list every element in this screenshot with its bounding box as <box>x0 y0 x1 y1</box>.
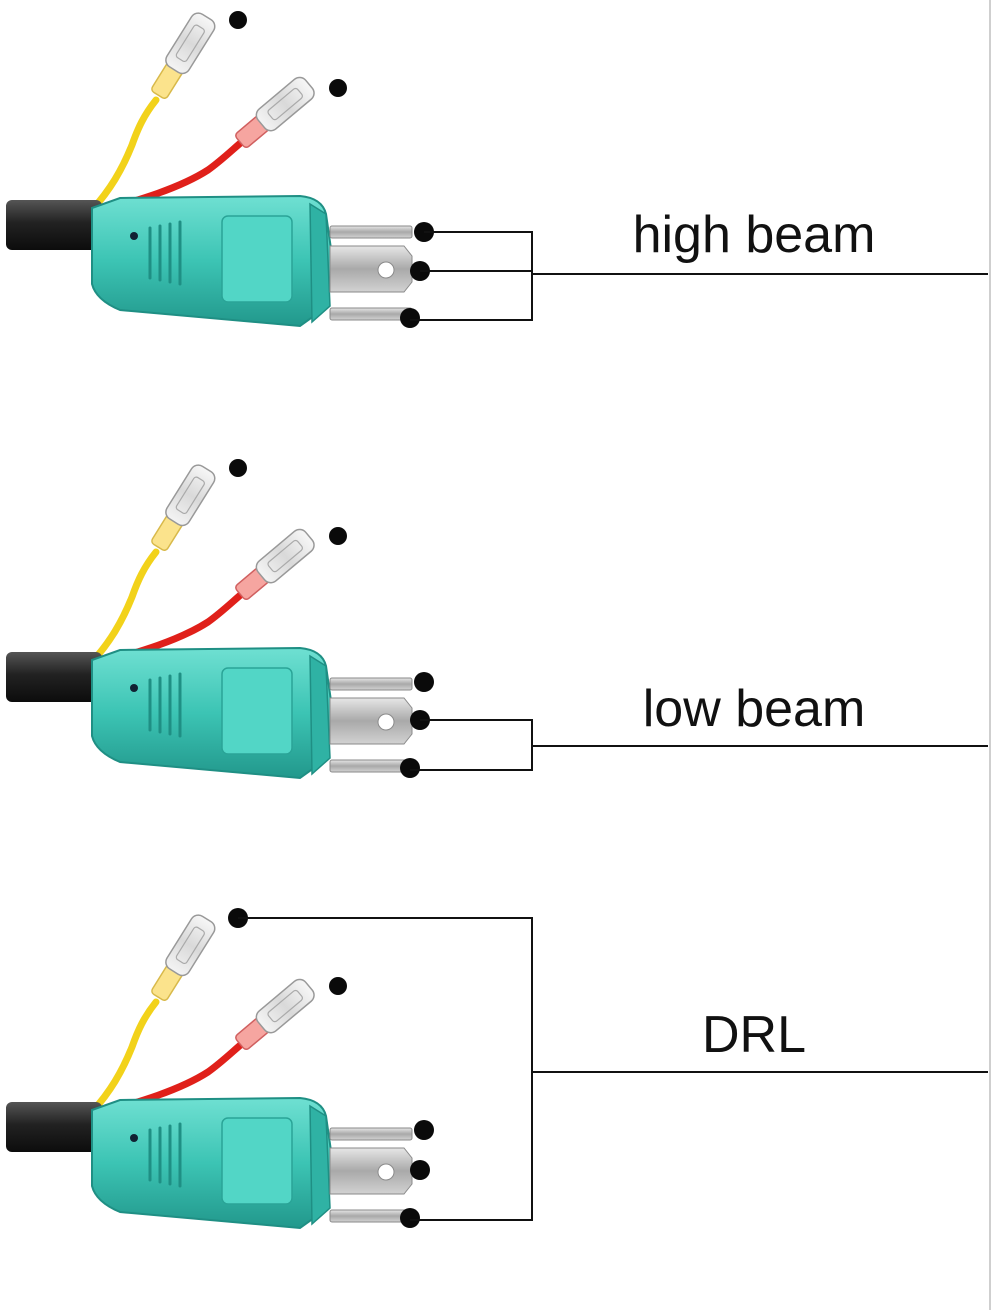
yellow-terminal-dot <box>229 459 247 477</box>
panel-label: high beam <box>633 206 876 264</box>
red-terminal-dot <box>329 977 347 995</box>
connection-lines <box>238 917 533 1221</box>
pin-bottom-dot <box>400 308 420 328</box>
pin-middle-dot <box>410 1160 430 1180</box>
pin-bottom-dot <box>400 758 420 778</box>
connection-lines <box>410 231 533 321</box>
pin-top-dot <box>414 672 434 692</box>
red-terminal-dot <box>329 527 347 545</box>
h4-plug-icon <box>6 912 412 1228</box>
panel-label: DRL <box>702 1006 806 1064</box>
h4-plug-icon <box>6 462 412 778</box>
panel-high-beam: high beam <box>6 10 988 328</box>
h4-plug-icon <box>6 10 412 326</box>
pin-top-dot <box>414 1120 434 1140</box>
pin-bottom-dot <box>400 1208 420 1228</box>
red-terminal-dot <box>329 79 347 97</box>
panel-low-beam: low beam <box>6 459 988 778</box>
panel-drl: DRL <box>6 908 988 1228</box>
panel-label: low beam <box>643 680 866 738</box>
yellow-terminal-dot <box>229 11 247 29</box>
connection-lines <box>410 719 533 771</box>
